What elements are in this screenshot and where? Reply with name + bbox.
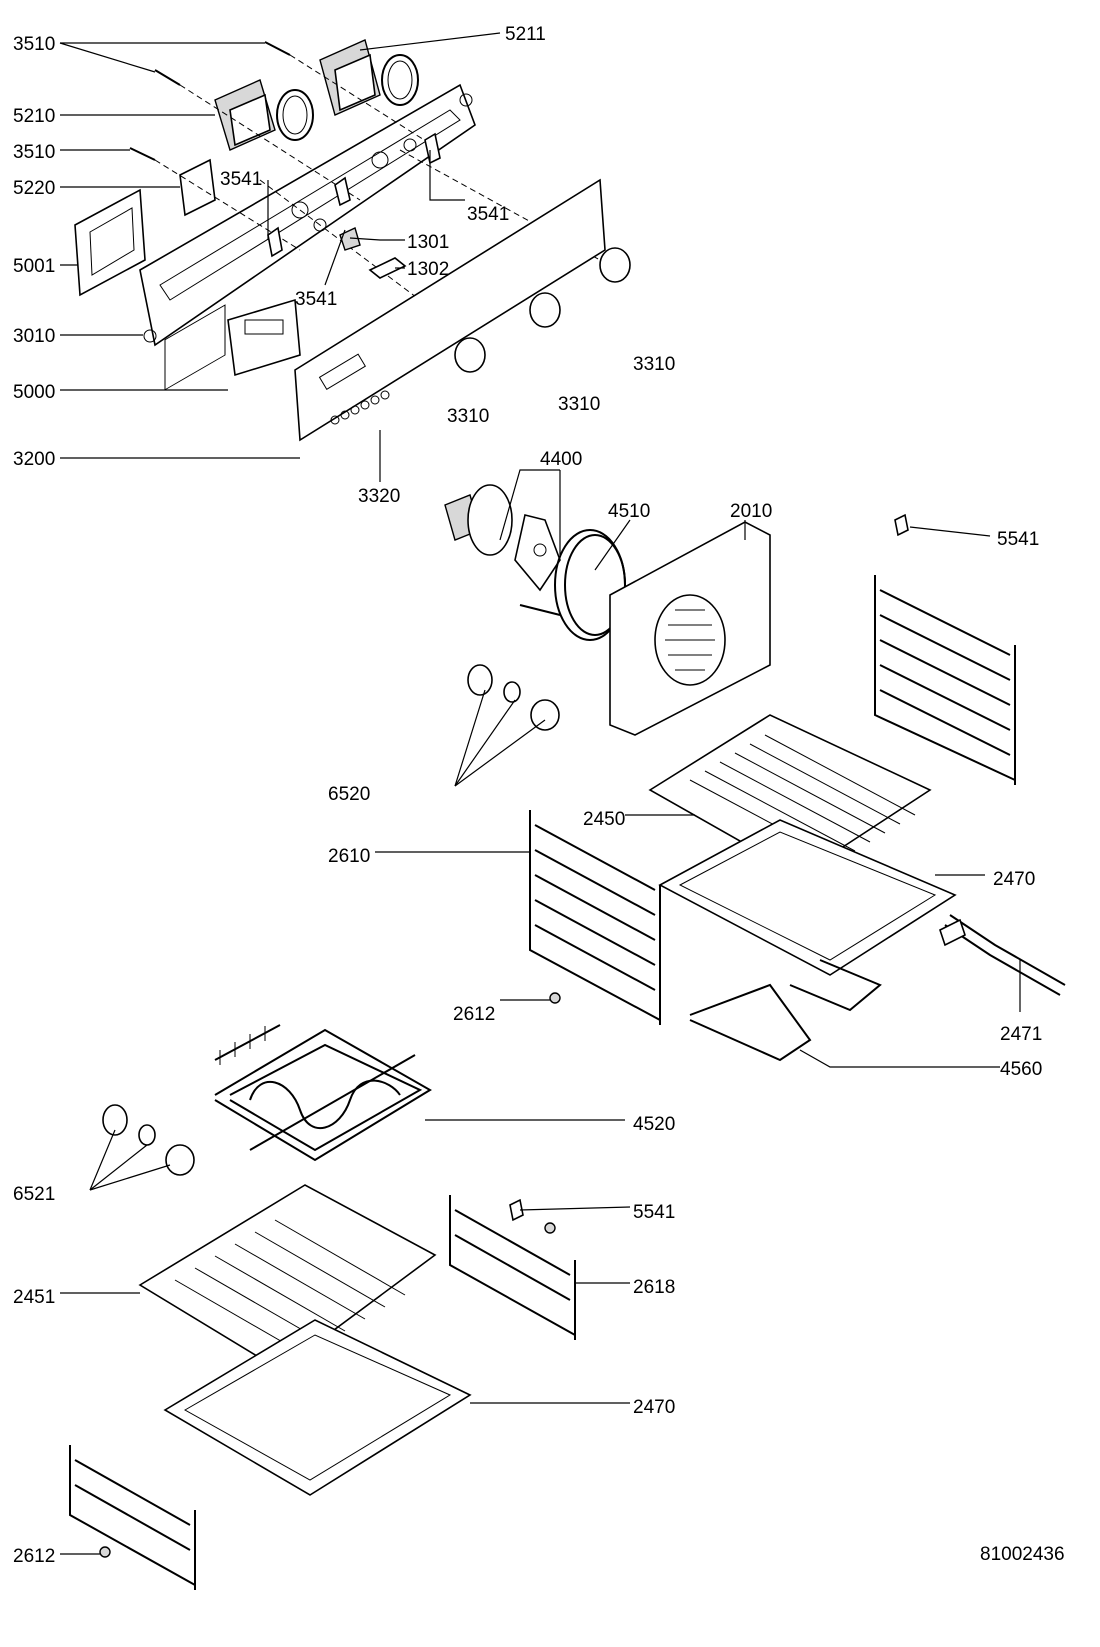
label-6521: 6521 [13, 1184, 55, 1205]
label-3510: 3510 [13, 34, 55, 55]
label-2470: 2470 [993, 869, 1035, 890]
label-3310: 3310 [447, 406, 489, 427]
nut-2612-lower [99, 1546, 111, 1558]
display-window [164, 304, 226, 391]
label-3541: 3541 [295, 289, 337, 310]
button-set-3320 [330, 390, 390, 425]
label-2610: 2610 [328, 846, 370, 867]
side-rack-upper-right [874, 575, 1016, 785]
label-2471: 2471 [1000, 1024, 1042, 1045]
control-panel-group [74, 39, 631, 442]
bottom-element-4560 [689, 983, 812, 1062]
label-1301: 1301 [407, 232, 449, 253]
timer-module-5000 [227, 298, 301, 377]
label-5210: 5210 [13, 106, 55, 127]
label-2010: 2010 [730, 501, 772, 522]
label-3320: 3320 [358, 486, 400, 507]
label-4400: 4400 [540, 449, 582, 470]
oven-lamp-6520 [467, 664, 560, 731]
nut-2612 [549, 992, 561, 1004]
label-5000: 5000 [13, 382, 55, 403]
side-rack-2610 [529, 810, 661, 1025]
rail-2471 [939, 914, 1066, 996]
label-1302: 1302 [407, 259, 449, 280]
knob-3310 [454, 247, 631, 373]
label-2618: 2618 [633, 1277, 675, 1298]
clip-5541 [894, 513, 909, 537]
label-3510: 3510 [13, 142, 55, 163]
label-3310: 3310 [633, 354, 675, 375]
side-rack-lower-left [69, 1445, 196, 1590]
label-5211: 5211 [505, 24, 546, 45]
clip-1302 [368, 257, 407, 279]
fan-motor-4400 [444, 484, 561, 592]
label-4520: 4520 [633, 1114, 675, 1135]
label-2450: 2450 [583, 809, 625, 830]
label-3310: 3310 [558, 394, 600, 415]
thermostat-5220 [179, 158, 216, 217]
baking-tray-2470 [658, 819, 957, 976]
label-2612: 2612 [453, 1004, 495, 1025]
front-fascia-3200 [294, 178, 606, 442]
label-3200: 3200 [13, 449, 55, 470]
label-2470: 2470 [633, 1397, 675, 1418]
label-3541: 3541 [467, 204, 509, 225]
clip-3541 [267, 226, 283, 258]
leader-lines [59, 32, 1021, 1555]
label-2612: 2612 [13, 1546, 55, 1567]
lower-group [69, 1024, 576, 1590]
clip-5541-lower [509, 1198, 524, 1222]
lamp-holder-1301 [339, 227, 361, 251]
cavity-group [444, 484, 1066, 1062]
bracket-5001 [74, 188, 146, 297]
grill-element-4520 [214, 1024, 432, 1162]
label-4560: 4560 [1000, 1059, 1042, 1080]
label-3541: 3541 [220, 169, 262, 190]
baking-tray-2470-lower [163, 1319, 472, 1496]
part-labels: 3510 5211 5210 3510 5220 3541 3541 5001 … [13, 24, 1065, 1567]
screw-3510 [154, 69, 181, 86]
side-rack-2618 [449, 1195, 576, 1340]
selector-switch-5210 [214, 79, 314, 151]
label-3010: 3010 [13, 326, 55, 347]
document-number: 81002436 [980, 1544, 1065, 1565]
wire-shelf-2451 [138, 1184, 437, 1371]
label-4510: 4510 [608, 501, 650, 522]
selector-switch-5211 [319, 39, 419, 116]
label-5220: 5220 [13, 178, 55, 199]
oven-lamp-6521 [102, 1104, 195, 1176]
label-5001: 5001 [13, 256, 55, 277]
label-2451: 2451 [13, 1287, 55, 1308]
label-6520: 6520 [328, 784, 370, 805]
label-5541: 5541 [997, 529, 1039, 550]
label-5541: 5541 [633, 1202, 675, 1223]
